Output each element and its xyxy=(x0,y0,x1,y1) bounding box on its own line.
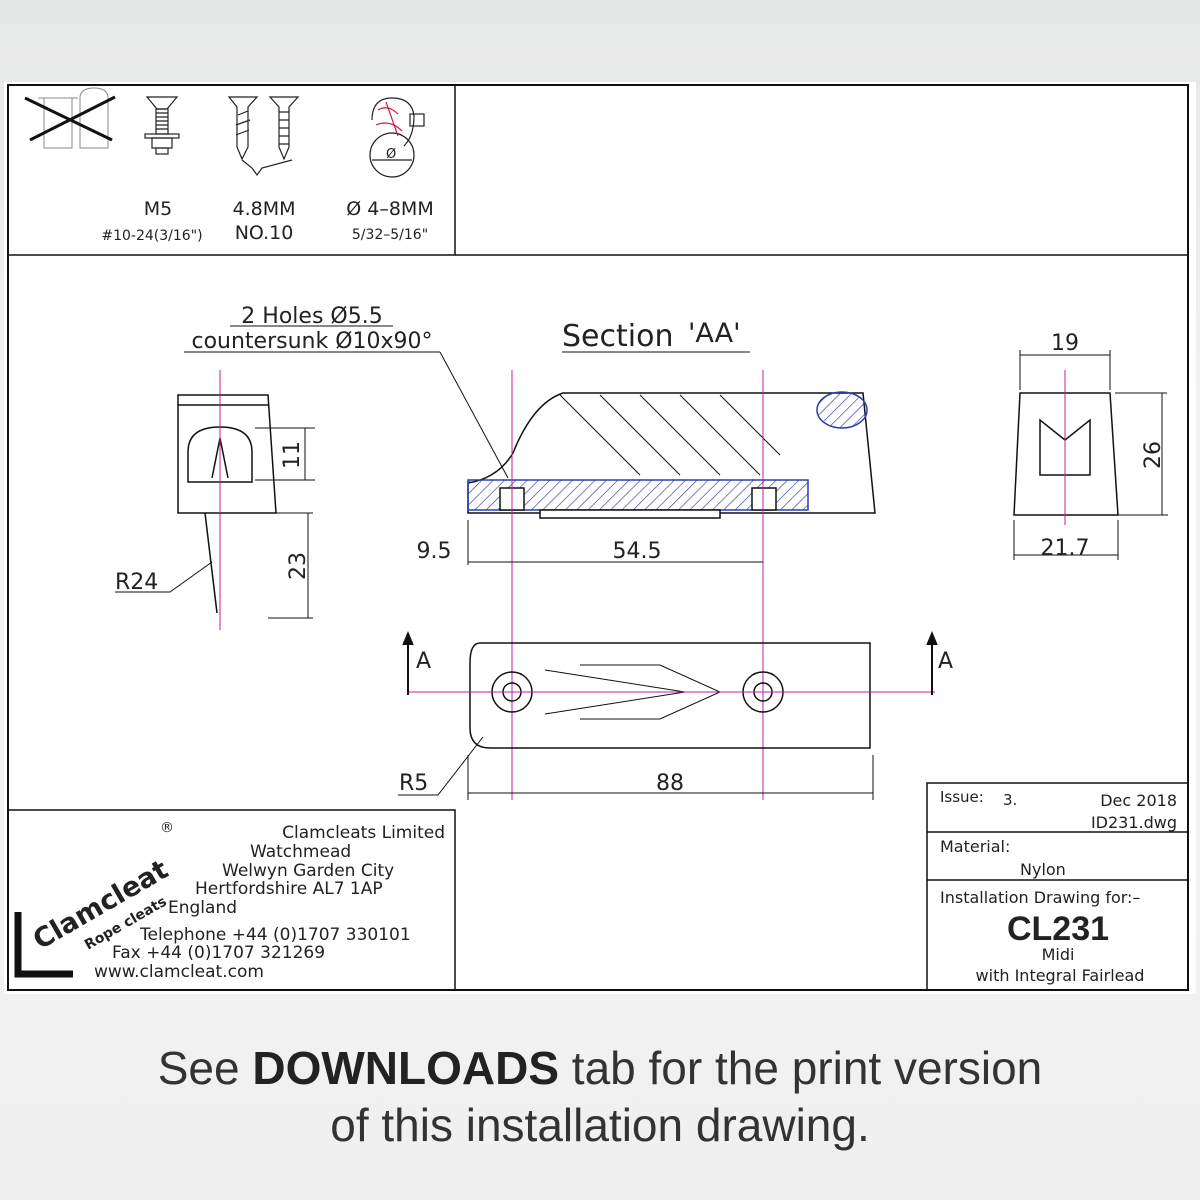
fax: Fax +44 (0)1707 321269 xyxy=(112,943,325,963)
dim-r5: R5 xyxy=(399,771,428,796)
address-line: Watchmead xyxy=(250,842,351,862)
rope-size: Ø 4–8MM xyxy=(346,198,433,220)
title-block xyxy=(926,782,1189,991)
drawing-date: Dec 2018 xyxy=(1100,791,1177,810)
drawing-for-label: Installation Drawing for:– xyxy=(940,888,1140,907)
rope-imperial: 5/32–5/16" xyxy=(352,227,428,243)
company-name: Clamcleats Limited xyxy=(282,823,445,843)
holes-note-line2: countersunk Ø10x90° xyxy=(191,329,432,354)
caption-line2: of this installation drawing. xyxy=(330,1099,870,1151)
dim-26: 26 xyxy=(1141,441,1166,469)
address-line: Hertfordshire AL7 1AP xyxy=(195,879,383,899)
end-view xyxy=(115,370,315,630)
issue-label: Issue: xyxy=(940,788,984,806)
issue-value: 3. xyxy=(1003,791,1017,809)
screw-number: NO.10 xyxy=(235,222,294,244)
section-title: Section xyxy=(562,319,673,354)
dim-54-5: 54.5 xyxy=(613,539,662,564)
dim-21-7: 21.7 xyxy=(1041,536,1090,561)
dim-11: 11 xyxy=(280,441,305,469)
section-view xyxy=(467,370,876,800)
section-arrow-label-right: A xyxy=(938,649,953,674)
downloads-tab-reference: DOWNLOADS xyxy=(252,1042,560,1094)
dim-88: 88 xyxy=(656,771,684,796)
holes-note-line1: 2 Holes Ø5.5 xyxy=(241,304,382,329)
drawing-border xyxy=(7,84,1189,991)
website: www.clamcleat.com xyxy=(94,962,264,982)
address-line: England xyxy=(168,898,237,918)
side-end-view xyxy=(1013,350,1168,560)
dim-r24: R24 xyxy=(115,570,158,595)
dim-9-5: 9.5 xyxy=(417,539,452,564)
part-size: Midi xyxy=(1042,945,1075,964)
bolt-icon xyxy=(144,96,180,155)
section-label: 'AA' xyxy=(688,318,741,349)
bolt-imperial: #10-24(3/16") xyxy=(101,228,202,244)
address-line: Welwyn Garden City xyxy=(222,861,394,881)
material-value: Nylon xyxy=(1020,860,1066,879)
installation-drawing: Ø M5 #10-24(3/16") 4.8MM NO.10 Ø 4–8MM 5… xyxy=(7,84,1189,991)
part-description: with Integral Fairlead xyxy=(976,966,1145,985)
dim-19: 19 xyxy=(1051,331,1079,356)
dim-23: 23 xyxy=(286,552,311,580)
wood-screw-icon xyxy=(227,96,300,177)
material-label: Material: xyxy=(940,837,1010,856)
screw-size: 4.8MM xyxy=(232,198,295,220)
telephone: Telephone +44 (0)1707 330101 xyxy=(139,925,411,945)
section-arrow-label-left: A xyxy=(416,649,431,674)
plan-view xyxy=(398,631,938,800)
diameter-symbol: Ø xyxy=(386,147,396,162)
bolt-size: M5 xyxy=(144,198,172,220)
rope-icon: Ø xyxy=(369,97,425,178)
drawing-sheet: Ø M5 #10-24(3/16") 4.8MM NO.10 Ø 4–8MM 5… xyxy=(4,82,1196,994)
drawing-file: ID231.dwg xyxy=(1091,813,1177,832)
part-number: CL231 xyxy=(1007,910,1109,948)
svg-text:®: ® xyxy=(160,820,174,836)
caption-line1: See DOWNLOADS tab for the print version xyxy=(157,1042,1043,1094)
no-round-head-icon xyxy=(24,87,116,149)
